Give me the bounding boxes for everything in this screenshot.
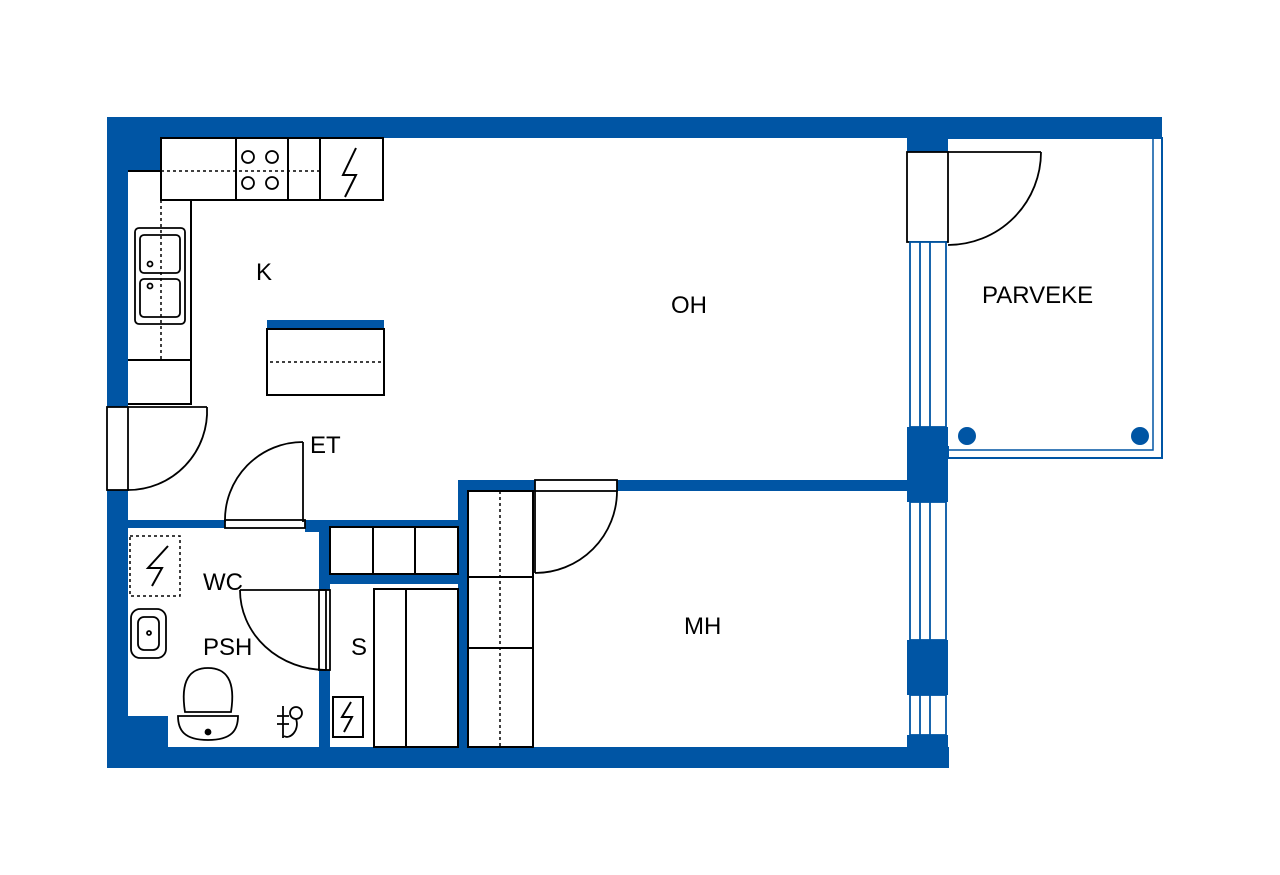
balcony-door-frame (906, 151, 949, 243)
balcony (947, 137, 1163, 459)
bedroom-door-opening (534, 479, 618, 492)
entrance-door-frame (106, 406, 129, 491)
label-living-room: OH (671, 292, 707, 319)
bedroom-door-arc (534, 490, 618, 574)
wall-right-pier-2 (907, 640, 948, 695)
toilet-icon (177, 667, 239, 741)
balcony-post-left (958, 427, 976, 445)
window-bedroom-2 (909, 694, 947, 736)
balcony-post-right (1131, 427, 1149, 445)
wall-wc-right-lower (319, 670, 330, 750)
label-bedroom: MH (684, 613, 721, 640)
wall-closet-top (325, 520, 458, 527)
wall-wc-right (319, 520, 330, 590)
washbasin-icon (130, 608, 167, 659)
wall-wc-top-left (128, 520, 225, 528)
bath-door-opening (318, 589, 331, 671)
window-living (909, 241, 947, 428)
electric-panel-icon (332, 696, 364, 738)
wall-bottom (107, 747, 949, 768)
bath-door-arc (239, 589, 327, 671)
wall-kitchen-corner (128, 138, 161, 171)
sink-icon (134, 227, 186, 325)
wall-right-top-stub (907, 138, 948, 152)
wall-island-top (267, 320, 384, 329)
outer-walls (107, 117, 1162, 768)
kitchen-cabinets (128, 137, 384, 405)
interior-walls (128, 320, 907, 750)
fridge-icon (341, 147, 358, 198)
counter-left-run (128, 170, 192, 405)
label-bathroom: PSH (203, 634, 252, 661)
wall-right-pier-1 (907, 427, 948, 502)
entrance-door-arc (127, 406, 208, 491)
wc-door-arc (224, 441, 304, 523)
label-toilet: WC (203, 569, 243, 596)
window-icon (909, 241, 947, 736)
hall-closet (329, 526, 459, 575)
label-entrance: ET (310, 432, 341, 459)
wall-bedroom-top (458, 480, 907, 491)
kitchen-island (266, 328, 385, 396)
label-storage: S (351, 634, 367, 661)
label-balcony: PARVEKE (982, 282, 1093, 309)
label-kitchen: K (256, 259, 272, 286)
wall-wc-corner (128, 716, 168, 747)
counter-top-run (160, 137, 384, 201)
shower-icon (277, 706, 303, 738)
door-swing-icon (106, 151, 1042, 671)
room-labels: K OH PARVEKE ET WC PSH S MH (203, 259, 1093, 661)
balcony-glazing (948, 137, 1163, 459)
wall-closet-mid (325, 574, 458, 584)
wall-left-upper (107, 117, 128, 407)
balcony-door-arc (947, 151, 1042, 246)
wall-left-lower (107, 490, 128, 768)
wall-storage-right (458, 584, 468, 750)
wall-right-bottom (907, 735, 948, 768)
window-bedroom-1 (909, 501, 947, 641)
storage-shelves (373, 588, 459, 748)
wall-top (107, 117, 1162, 138)
washing-machine-icon (129, 535, 181, 597)
wardrobes (329, 490, 534, 748)
wc-door-opening (224, 519, 306, 529)
stove-icon (241, 150, 279, 190)
